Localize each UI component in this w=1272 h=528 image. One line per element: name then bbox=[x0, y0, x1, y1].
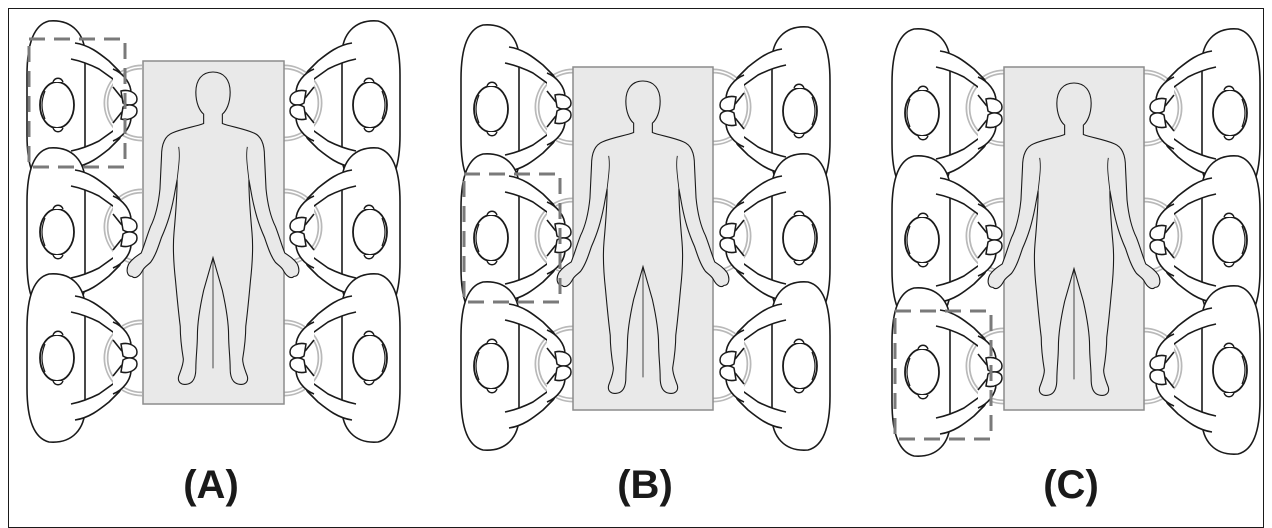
panel-c bbox=[892, 29, 1260, 456]
students-left-b bbox=[461, 25, 571, 450]
students-right-b bbox=[720, 27, 830, 450]
panel-label-b: (B) bbox=[565, 462, 725, 508]
panel-label-a: (A) bbox=[131, 462, 291, 508]
students-right-c bbox=[1150, 29, 1260, 454]
panel-b bbox=[461, 25, 830, 450]
panel-a bbox=[27, 21, 400, 442]
students-right-a bbox=[290, 21, 400, 442]
students-left-a bbox=[27, 21, 137, 442]
students-left-c bbox=[892, 29, 1002, 456]
dissection-layout-diagram bbox=[0, 0, 1272, 510]
panel-label-c: (C) bbox=[991, 462, 1151, 508]
